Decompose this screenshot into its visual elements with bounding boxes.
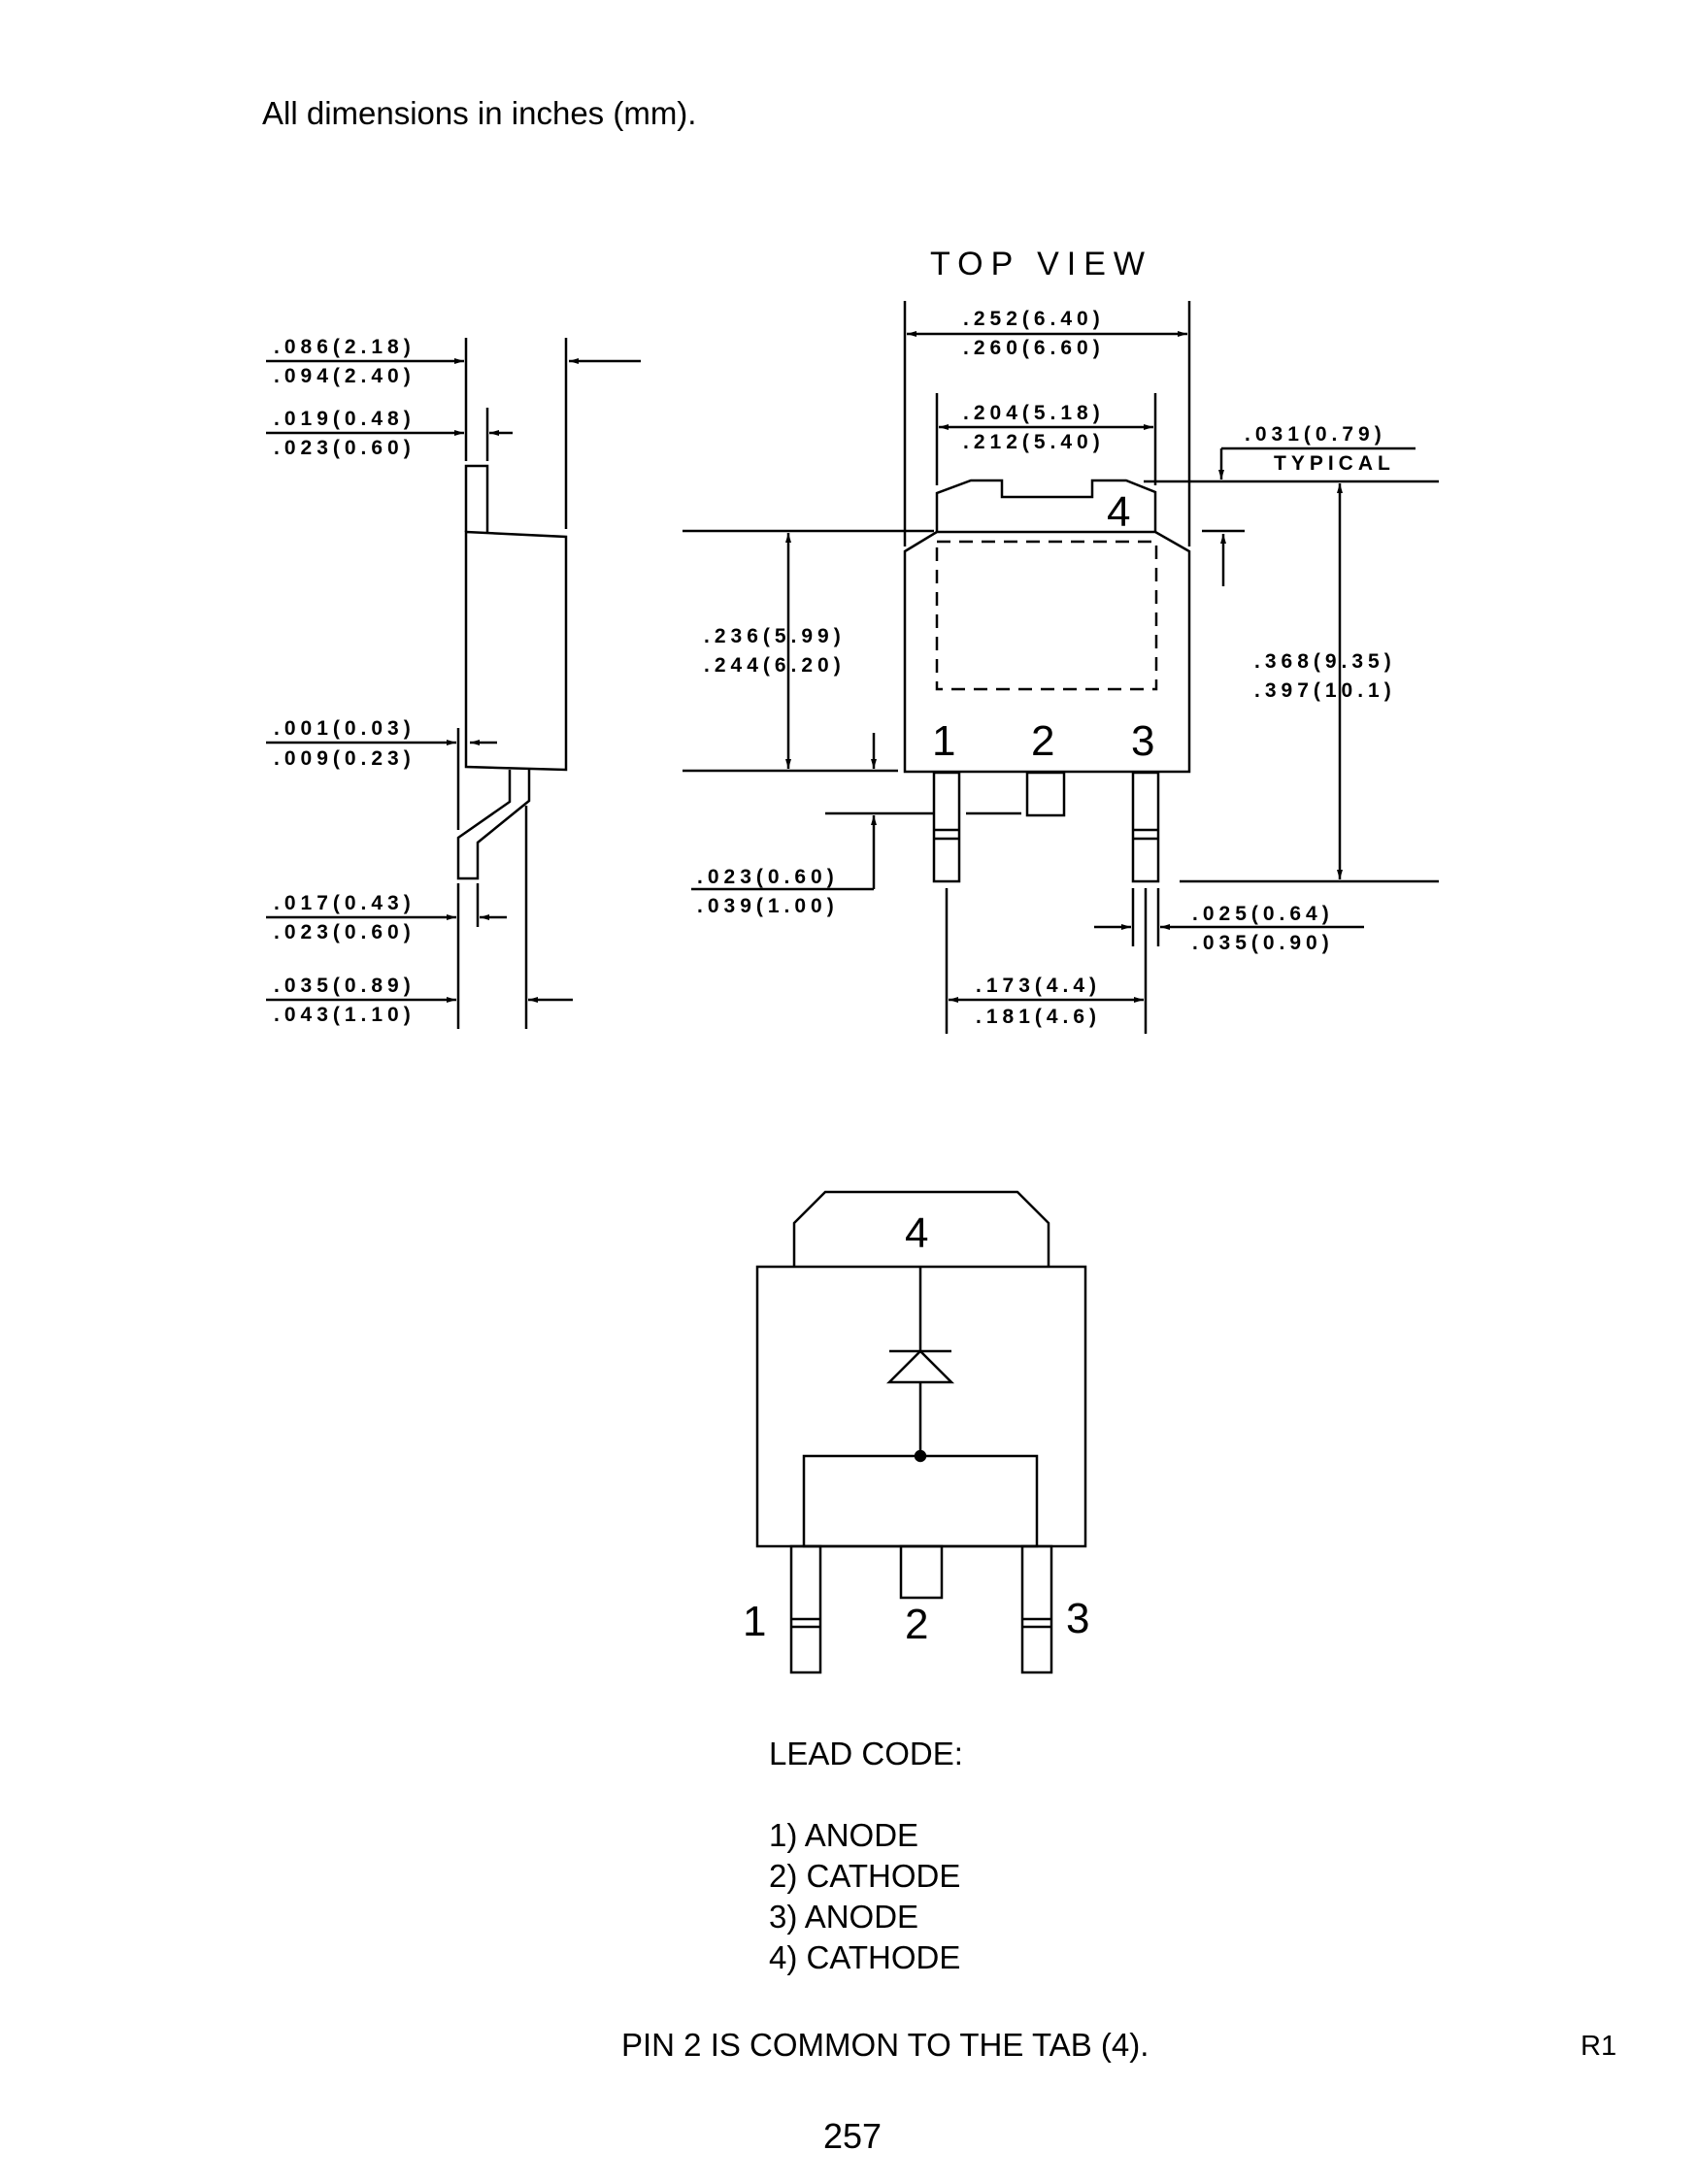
junction-dot: [914, 1449, 927, 1463]
page-number: 257: [823, 2116, 883, 2156]
top-view-pin-3: 3: [1131, 717, 1154, 765]
dim-height-max: .094(2.40): [274, 365, 416, 387]
revision-label: R1: [1581, 2031, 1617, 2062]
dimensions-note: All dimensions in inches (mm).: [262, 95, 697, 131]
top-view-pin-1: 1: [932, 717, 955, 765]
top-view-lead-2: [1025, 771, 1066, 817]
dim-foot-min: .035(0.89): [274, 975, 416, 997]
dim-body-width-min: .252(6.40): [963, 308, 1105, 330]
top-view-lead-1: [932, 771, 961, 883]
footer-note: PIN 2 IS COMMON TO THE TAB (4).: [621, 2027, 1149, 2063]
side-view-tab: [464, 464, 489, 532]
dim-lead-thickness-max: .023(0.60): [274, 921, 416, 943]
top-view-pin-4: 4: [1107, 488, 1130, 536]
side-view: [266, 338, 641, 1029]
dim-lead-length-min: .023(0.60): [697, 866, 839, 888]
dim-lead-pitch-min: .173(4.4): [976, 975, 1101, 997]
dim-tab-thickness-max: .023(0.60): [274, 437, 416, 459]
schematic-pin-2: 2: [905, 1601, 928, 1648]
lead-code-item: 4) CATHODE: [769, 1939, 961, 1975]
dim-tab-width-max: .212(5.40): [963, 431, 1105, 453]
lead-code-item: 1) ANODE: [769, 1817, 919, 1853]
dim-overall-length-min: .368(9.35): [1254, 650, 1396, 673]
side-view-body: [464, 530, 568, 772]
dim-tab-thickness-min: .019(0.48): [274, 408, 416, 430]
dim-standoff-min: .001(0.03): [274, 717, 416, 740]
diode-icon: [885, 1349, 955, 1384]
top-view-body: [903, 530, 1191, 774]
top-view-pin-2: 2: [1031, 717, 1054, 765]
dim-lead-length-max: .039(1.00): [697, 895, 839, 917]
top-view-title: TOP VIEW: [930, 246, 1152, 282]
schematic-lead-3: [1020, 1544, 1053, 1674]
top-view-lead-3: [1131, 771, 1160, 883]
dim-overall-length-max: .397(10.1): [1254, 679, 1396, 702]
dim-tab-offset-note: TYPICAL: [1274, 452, 1395, 475]
dim-lead-width-min: .025(0.64): [1192, 903, 1334, 925]
lead-code-title: LEAD CODE:: [769, 1736, 963, 1771]
dim-tab-width-min: .204(5.18): [963, 402, 1105, 424]
dim-standoff-max: .009(0.23): [274, 747, 416, 770]
dim-tab-offset: .031(0.79): [1245, 423, 1386, 446]
schematic-tab: [792, 1190, 1050, 1267]
schematic-pin-3: 3: [1066, 1595, 1089, 1642]
schematic-pin-1: 1: [743, 1598, 766, 1645]
schematic-die: [802, 1454, 1039, 1548]
dim-body-length-max: .244(6.20): [704, 654, 846, 677]
dim-body-width-max: .260(6.60): [963, 337, 1105, 359]
lead-code-item: 3) ANODE: [769, 1899, 919, 1935]
dim-body-length-min: .236(5.99): [704, 625, 846, 647]
dim-foot-max: .043(1.10): [274, 1004, 416, 1026]
dim-lead-thickness-min: .017(0.43): [274, 892, 416, 914]
top-view-tab: [935, 479, 1157, 532]
pinout-schematic: [755, 1190, 1087, 1674]
schematic-lead-1: [789, 1544, 822, 1674]
schematic-lead-2: [899, 1544, 944, 1600]
side-view-lead: [456, 770, 531, 880]
lead-code-item: 2) CATHODE: [769, 1858, 961, 1894]
dim-lead-pitch-max: .181(4.6): [976, 1006, 1101, 1028]
top-view-pad-outline: [935, 540, 1158, 691]
schematic-pin-4: 4: [905, 1209, 928, 1257]
top-view: [683, 301, 1439, 1034]
dim-lead-width-max: .035(0.90): [1192, 932, 1334, 954]
dim-height-min: .086(2.18): [274, 336, 416, 358]
